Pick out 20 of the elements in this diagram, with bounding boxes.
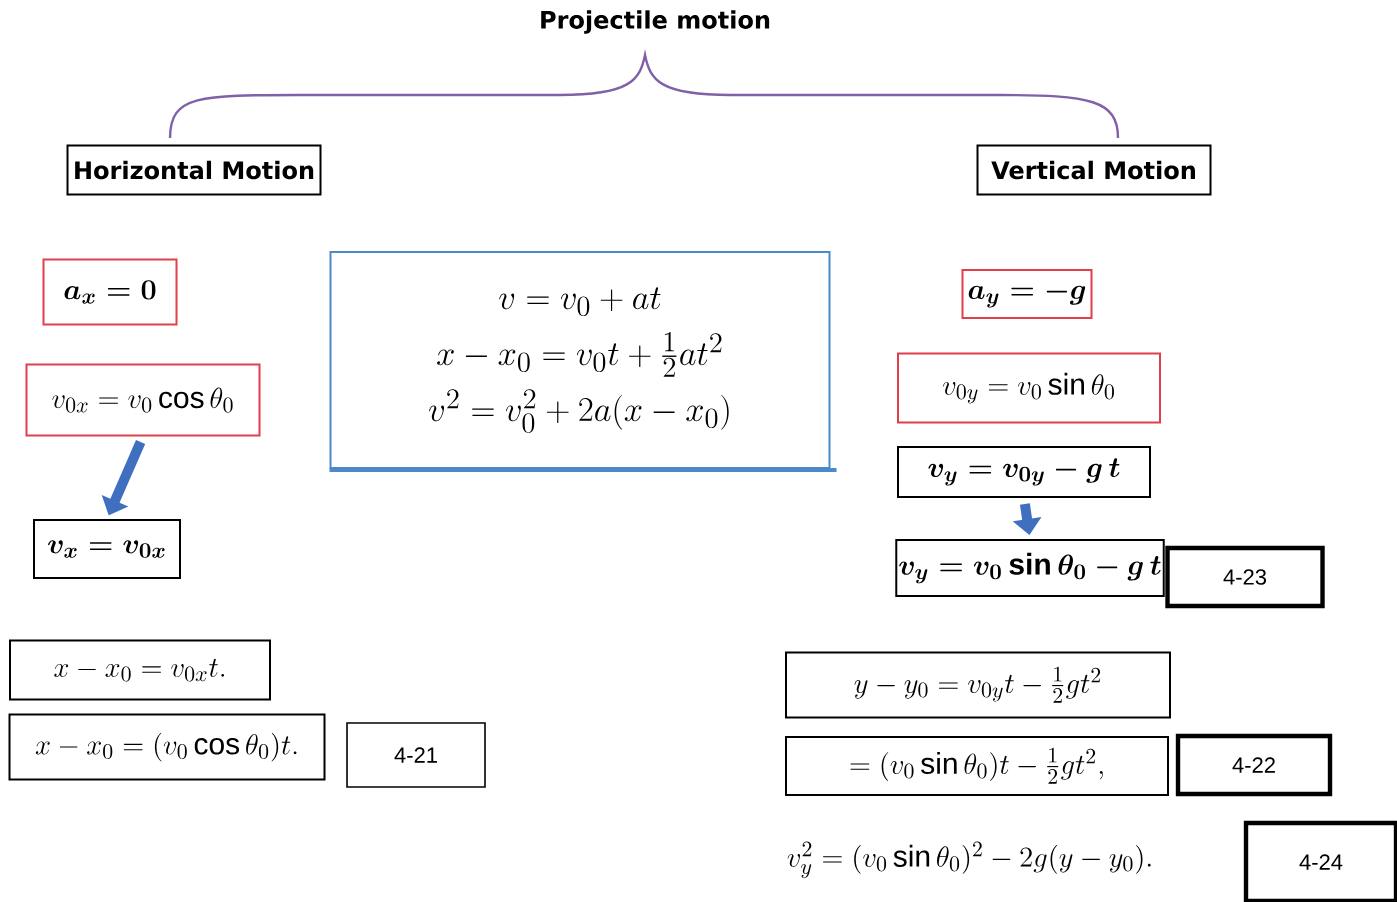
- formula-box: $v_y = v_{0y} - g\,t$: [897, 446, 1151, 498]
- formula-box: $x - x_0 = (v_0 \cos \theta_0) t.$: [8, 713, 326, 781]
- formula-box: $a_y = -g$: [961, 269, 1093, 319]
- heading-box: Horizontal Motion: [66, 144, 322, 196]
- heading-box: Vertical Motion: [976, 144, 1212, 196]
- formula-box: $v_{0x} = v_0 \cos \theta_0$: [25, 363, 261, 437]
- equation-number-box: 4-23: [1165, 545, 1325, 609]
- formula-box: $= (v_0 \sin \theta_0) t - \frac{1}{2} g t^2,$: [785, 736, 1169, 796]
- formula-box: $v_x = v_{0x}$: [33, 519, 181, 579]
- formula-box: $v_{0y} = v_0 \sin \theta_0$: [897, 352, 1161, 424]
- formula: $v_y^2 = (v_0 \sin \theta_0)^2 - 2g(y - y_0).$: [787, 841, 1151, 879]
- title: Projectile motion: [541, 10, 770, 34]
- equation-number-box: 4-24: [1243, 820, 1397, 902]
- equation-number-box: 4-22: [1175, 733, 1333, 797]
- formula-box: $v_y = v_0 \sin \theta_0 - g\,t$: [895, 539, 1165, 597]
- formula-box: $a_x = 0$: [42, 258, 178, 326]
- equation-number-box: 4-21: [346, 722, 486, 788]
- formula-box: $y - y_0 = v_{0y} t - \frac{1}{2} g t^2$: [785, 651, 1171, 719]
- equation-box: $v = v_0 + at$ $x - x_0 = v_0 t + \frac{1}{2} a t^2$ $v^2 = v_0^2 + 2a(x - x_0)$: [329, 251, 837, 472]
- formula-box: $x - x_0 = v_{0x} t.$: [9, 639, 271, 701]
